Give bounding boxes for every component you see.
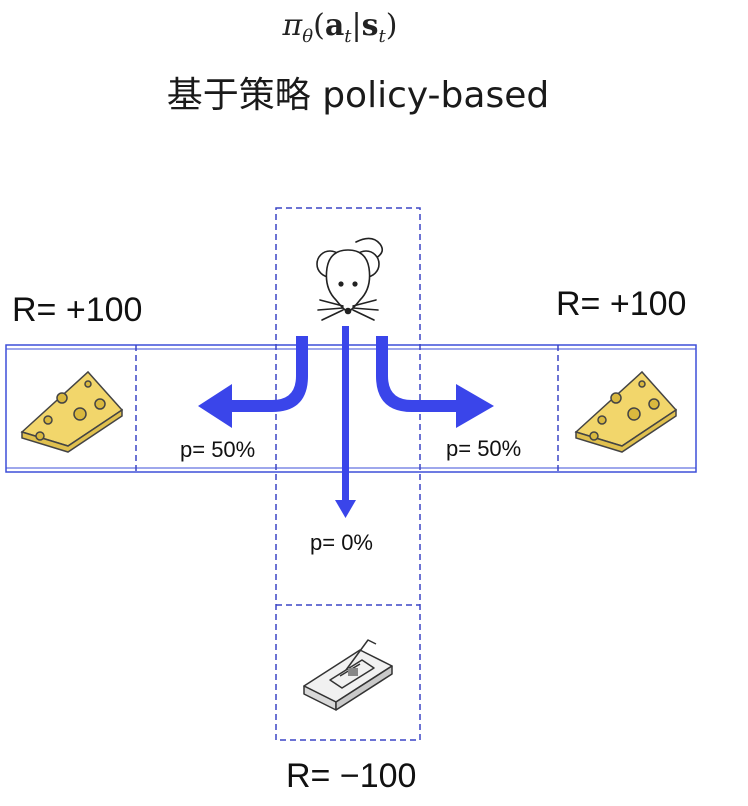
mousetrap-icon [303, 639, 393, 711]
vertical-corridor [275, 207, 421, 741]
page-title: 基于策略 policy-based [166, 75, 550, 116]
cheese-icon [20, 370, 124, 453]
probability-down-label: p= 0% [310, 530, 373, 555]
cheese-icon [574, 370, 678, 453]
arrow-down [335, 326, 356, 518]
mouse-icon [316, 237, 384, 321]
probability-left-label: p= 50% [180, 437, 256, 462]
reward-right-label: R= +100 [556, 285, 687, 323]
reward-bottom-label: R= −100 [286, 757, 417, 795]
arrow-left [198, 336, 308, 428]
arrow-right [376, 336, 494, 428]
reward-left-label: R= +100 [12, 291, 143, 329]
policy-formula: πθ(at|st) [282, 8, 398, 47]
horizontal-corridor [5, 344, 697, 473]
probability-right-label: p= 50% [446, 436, 522, 461]
